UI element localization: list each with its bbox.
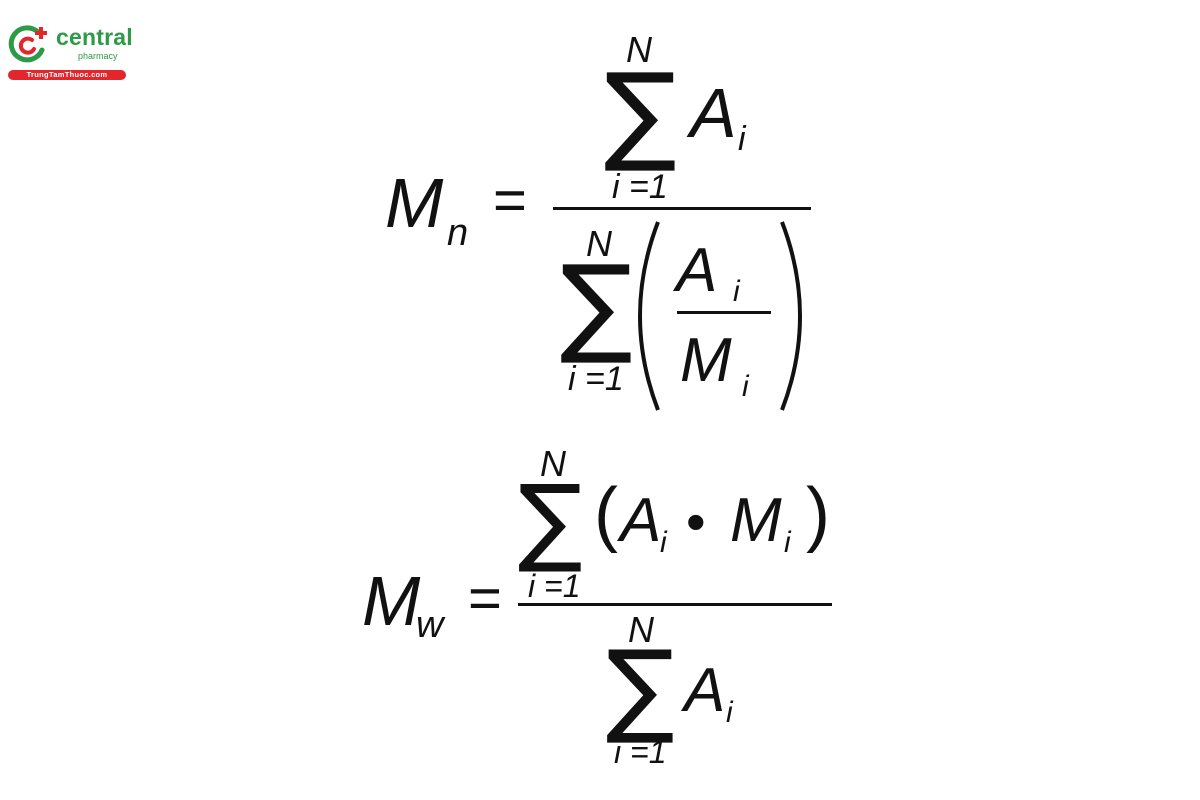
- mw-fraction-bar: [518, 603, 832, 606]
- mw-num-sum-upper: N: [540, 443, 566, 484]
- mn-den-inner-denominator: M: [680, 326, 732, 395]
- mn-lhs-symbol: M: [385, 164, 444, 242]
- mw-num-open-paren: (: [594, 474, 618, 554]
- mw-den-sum-lower: i =1: [614, 734, 667, 770]
- mw-den-sum-upper: N: [628, 609, 654, 650]
- mw-lhs-symbol: M: [362, 562, 421, 640]
- mw-num-term-m: M: [730, 486, 782, 555]
- mn-fraction-bar: [553, 207, 811, 210]
- mw-den-sigma: ∑: [606, 629, 675, 748]
- logo-subtitle: pharmacy: [78, 51, 118, 61]
- mn-equals: =: [493, 168, 527, 233]
- mn-den-inner-denominator-subscript: i: [742, 370, 749, 403]
- mw-num-term-a: A: [620, 486, 662, 555]
- mw-den-term: A: [684, 656, 726, 725]
- mn-num-sigma: ∑: [604, 51, 677, 176]
- mw-den-term-subscript: i: [726, 696, 733, 729]
- mn-den-inner-numerator-subscript: i: [733, 275, 740, 308]
- mn-num-term-subscript: i: [738, 120, 746, 158]
- mw-equals: =: [468, 566, 502, 631]
- central-pharmacy-logo: central pharmacy TrungTamThuoc.com: [8, 20, 133, 82]
- mn-den-sum-lower: i =1: [568, 360, 624, 398]
- mn-den-parentheses: [638, 221, 802, 411]
- mw-num-sigma: ∑: [518, 464, 583, 576]
- logo-tagline: TrungTamThuoc.com: [8, 70, 126, 80]
- mn-lhs-subscript: n: [447, 212, 469, 254]
- pharmacy-logo-icon: [8, 25, 47, 63]
- mn-num-sum-lower: i =1: [612, 168, 668, 206]
- mw-num-sum-lower: i =1: [528, 568, 581, 604]
- mn-den-sum-upper: N: [586, 223, 612, 264]
- mn-den-sigma: ∑: [560, 243, 633, 368]
- mw-lhs-subscript: w: [416, 604, 444, 646]
- mn-num-sum-upper: N: [626, 29, 652, 70]
- mn-num-term: A: [690, 74, 737, 152]
- mw-num-term-a-subscript: i: [660, 526, 667, 559]
- mw-num-dot: •: [686, 490, 706, 553]
- mw-num-close-paren: ): [806, 474, 830, 554]
- mw-num-term-m-subscript: i: [784, 526, 791, 559]
- mn-den-inner-numerator: A: [676, 236, 718, 305]
- logo-name: central: [56, 24, 133, 50]
- mn-inner-fraction-bar: [677, 311, 771, 314]
